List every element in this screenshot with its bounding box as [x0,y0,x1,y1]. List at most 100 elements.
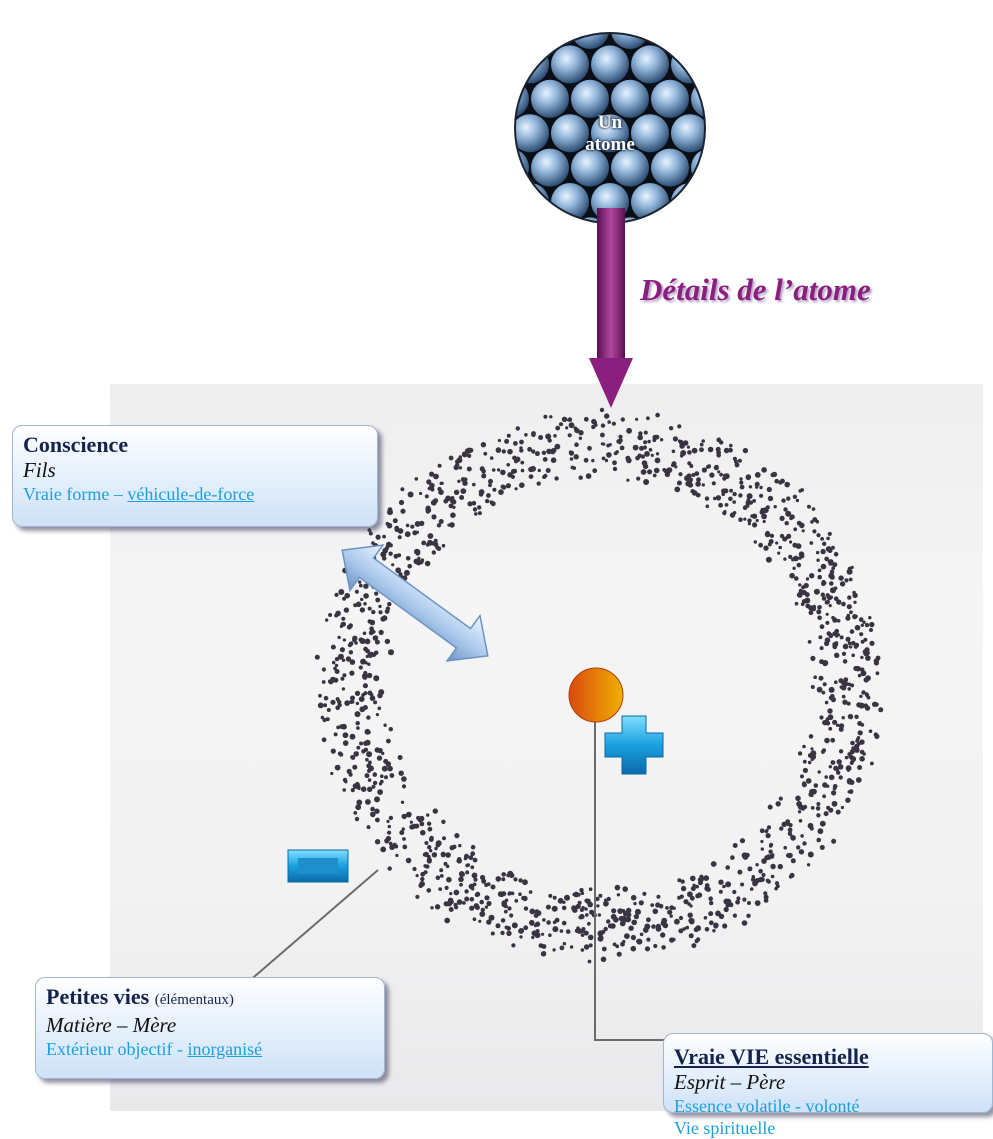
particle-dot [506,433,511,438]
particle-dot [672,436,679,442]
lattice-ball [671,114,705,153]
particle-dot [682,440,689,446]
particle-dot [334,669,340,674]
particle-dot [612,466,618,472]
particle-dot [732,491,737,497]
particle-dot [358,580,362,584]
particle-dot [587,901,593,908]
particle-dot [864,622,870,628]
particle-dot [540,951,547,957]
particle-dot [747,522,752,526]
particle-dot [387,765,393,772]
particle-dot [339,752,344,757]
petites-vies-title: Petites vies [46,984,150,1009]
particle-dot [807,760,812,765]
particle-dot [507,892,512,896]
particle-dot [464,853,469,859]
particle-dot [721,492,725,497]
particle-dot [669,905,675,911]
particle-dot [330,699,336,705]
particle-dot [795,795,801,802]
particle-dot [846,604,852,610]
particle-dot [761,467,767,473]
particle-dot [314,654,320,660]
particle-dot [567,433,572,438]
particle-dot [668,426,674,431]
particle-dot [794,601,799,606]
particle-dot [694,471,700,476]
particle-dot [447,897,454,903]
particle-dot [783,507,788,512]
particle-dot [859,632,864,637]
conscience-link[interactable]: véhicule-de-force [127,484,255,504]
particle-dot [523,906,529,911]
particle-dot [701,467,708,473]
particle-dot [430,906,434,910]
particle-dot [854,642,860,648]
particle-dot [788,874,793,879]
particle-dot [770,472,776,478]
particle-dot [557,897,564,904]
particle-dot [574,427,580,434]
particle-dot [592,468,598,474]
particle-dot [626,457,632,464]
particle-dot [381,848,385,852]
particle-dot [369,695,376,701]
lattice-ball [691,217,705,223]
particle-dot [850,740,855,746]
particle-dot [746,493,753,500]
particle-dot [758,542,763,548]
particle-dot [424,494,429,499]
particle-dot [799,554,804,559]
particle-dot [830,587,836,594]
particle-dot [363,593,369,599]
particle-dot [341,687,346,691]
particle-dot [655,902,661,908]
particle-dot [430,541,435,546]
lattice-ball [691,79,705,118]
particle-dot [847,687,851,691]
particle-dot [832,562,838,568]
particle-dot [687,482,694,488]
particle-dot [824,775,828,779]
petites-vies-link[interactable]: inorganisé [187,1039,263,1059]
particle-dot [426,479,432,485]
particle-dot [393,553,399,559]
particle-dot [519,448,524,453]
particle-dot [864,647,870,653]
particle-dot [407,563,413,569]
particle-dot [841,716,845,720]
particle-dot [406,813,411,817]
particle-dot [459,495,465,500]
particle-dot [397,553,402,558]
lattice-ball [651,33,689,49]
particle-dot [760,847,764,851]
lattice-ball [551,45,589,84]
particle-dot [531,449,536,454]
lattice-ball [571,148,609,187]
particle-dot [834,652,840,658]
particle-dot [822,782,828,788]
particle-dot [427,533,434,539]
particle-dot [352,764,358,770]
particle-dot [495,923,501,929]
particle-dot [363,691,368,696]
particle-dot [796,845,801,850]
particle-dot [531,935,535,940]
particle-dot [832,617,838,623]
particle-dot [764,531,771,538]
particle-dot [778,796,783,801]
particle-dot [739,838,746,844]
particle-dot [448,907,454,912]
particle-dot [344,592,351,599]
particle-dot [834,767,840,772]
particle-dot [320,715,325,720]
particle-dot [808,734,814,739]
particle-dot [732,889,737,895]
particle-dot [800,834,804,838]
particle-dot [857,730,863,736]
particle-dot [862,620,866,624]
particle-dot [616,951,622,957]
particle-dot [568,422,575,429]
particle-dot [355,721,360,726]
